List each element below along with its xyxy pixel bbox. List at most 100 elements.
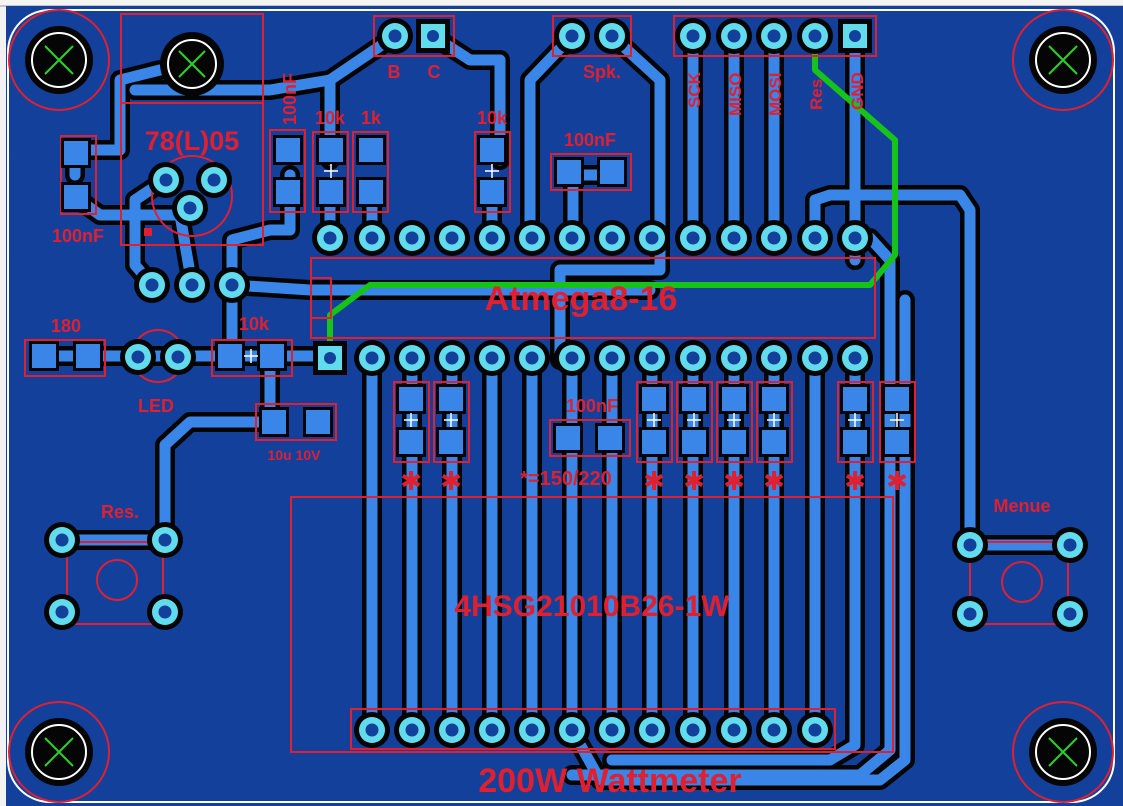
smd-pad (762, 387, 786, 411)
smd-pad (218, 344, 242, 368)
smd-pad (557, 160, 581, 184)
through-hole-pad (394, 340, 430, 376)
through-hole-pad (837, 220, 873, 256)
smd-pad (762, 430, 786, 454)
mounting-hole-cross-icon (25, 718, 93, 786)
center-cross (767, 413, 781, 427)
through-hole-pad (756, 712, 792, 748)
through-hole-pad (160, 339, 196, 375)
silk-labels: 78(L)05 Atmega8-16 4HSG21010B26-1W 200W … (51, 62, 1051, 800)
through-hole-pad (514, 712, 550, 748)
smd-pad (262, 410, 286, 434)
through-hole-pad (594, 18, 630, 54)
through-hole-pad (147, 522, 183, 558)
asterisk-marker-icon: ✱ (886, 466, 908, 496)
through-hole-pad (716, 18, 752, 54)
smd-pad (885, 387, 909, 411)
label-100nf-mid: 100nF (564, 130, 616, 150)
label-10u: 10u 10V (268, 447, 322, 463)
pads (29, 18, 1088, 748)
through-hole-pad (354, 220, 390, 256)
smd-pad (642, 430, 666, 454)
smd-pad (64, 141, 88, 165)
asterisk-marker-icon: ✱ (400, 466, 422, 496)
smd-pad (439, 387, 463, 411)
through-hole-pad (837, 340, 873, 376)
label-pin-c: C (428, 62, 441, 82)
through-hole-pad (554, 712, 590, 748)
mounting-holes (25, 26, 1097, 786)
asterisk-marker-icon: ✱ (683, 466, 705, 496)
through-hole-pad (716, 220, 752, 256)
through-hole-pad (716, 340, 752, 376)
smd-pad (480, 180, 504, 204)
label-1k: 1k (361, 108, 382, 128)
smd-pad (722, 430, 746, 454)
smd-pad (439, 430, 463, 454)
through-hole-pad (716, 712, 752, 748)
silkscreen (8, 9, 1114, 803)
smd-pad (642, 387, 666, 411)
smd-pad (885, 430, 909, 454)
smd-pad (359, 180, 383, 204)
smd-pad (598, 426, 622, 450)
smd-pad (682, 387, 706, 411)
label-180: 180 (51, 316, 81, 336)
through-hole-pad (196, 162, 232, 198)
through-hole-pad (44, 594, 80, 630)
smd-pad (306, 410, 330, 434)
center-cross (848, 413, 862, 427)
through-hole-pad (172, 190, 208, 226)
through-hole-pad (675, 340, 711, 376)
through-hole-pad (554, 340, 590, 376)
center-cross (404, 413, 418, 427)
label-sck: SCK (685, 71, 704, 108)
through-hole-pad (394, 712, 430, 748)
through-hole-pad (756, 340, 792, 376)
label-10k-b: 10k (477, 108, 508, 128)
through-hole-pad (797, 712, 833, 748)
through-hole-pad (434, 220, 470, 256)
label-10k-a: 10k (315, 108, 346, 128)
smd-pad (359, 138, 383, 162)
through-hole-pad (594, 712, 630, 748)
through-hole-pad (434, 712, 470, 748)
through-hole-pad (594, 220, 630, 256)
through-hole-pad (474, 712, 510, 748)
asterisk-marker-icon: ✱ (763, 466, 785, 496)
through-hole-pad (797, 18, 833, 54)
through-hole-pad (1052, 527, 1088, 563)
through-hole-pad (312, 220, 348, 256)
asterisk-marker-icon: ✱ (643, 466, 665, 496)
smd-pad (722, 387, 746, 411)
smd-pad (556, 426, 580, 450)
mounting-hole-cross-icon (1029, 26, 1097, 94)
label-note: *=150/220 (520, 468, 612, 490)
center-cross (727, 413, 741, 427)
through-hole-pad (134, 267, 170, 303)
label-title: 200W Wattmeter (478, 762, 741, 800)
smd-pad (276, 180, 300, 204)
through-hole-pad (214, 267, 250, 303)
label-spk: Spk. (583, 62, 621, 82)
through-hole-pad (554, 18, 590, 54)
smd-pad (843, 430, 867, 454)
label-btn-menue: Menue (993, 496, 1050, 516)
smd-pad (32, 344, 56, 368)
smd-pad (319, 180, 343, 204)
through-hole-pad (594, 340, 630, 376)
through-hole-pad (148, 162, 184, 198)
smd-pad (843, 387, 867, 411)
center-cross (244, 349, 258, 363)
through-hole-pad (44, 522, 80, 558)
asterisk-marker-icon: ✱ (723, 466, 745, 496)
through-hole-pad (434, 340, 470, 376)
label-btn-res: Res. (101, 502, 139, 522)
through-hole-pad (554, 220, 590, 256)
through-hole-pad (1052, 596, 1088, 632)
through-hole-pad (354, 340, 390, 376)
asterisk-markers: ✱✱✱✱✱✱✱✱ (400, 466, 908, 496)
smd-pad (682, 430, 706, 454)
smd-pad (64, 185, 88, 209)
